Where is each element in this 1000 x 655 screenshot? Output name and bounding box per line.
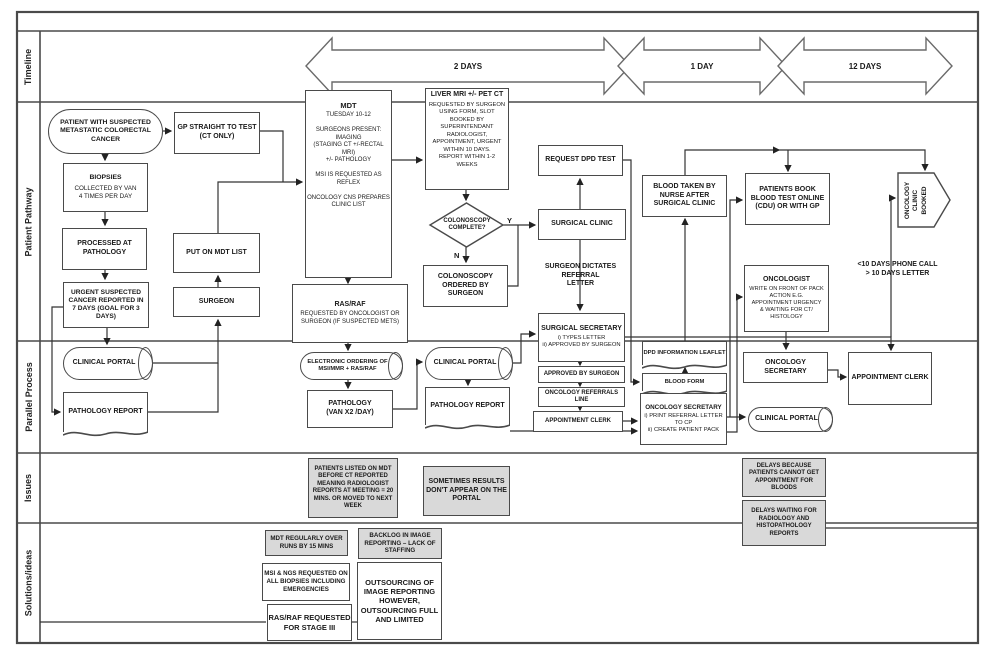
branch-label-yes: Y <box>507 216 513 225</box>
cylinder-cap <box>138 347 153 380</box>
node-clinical-portal-3: CLINICAL PORTAL <box>748 407 833 432</box>
lane-label-timeline: Timeline <box>23 48 34 85</box>
node-surgical-clinic: SURGICAL CLINIC <box>538 209 626 240</box>
node-oncology-clinic-booked: ONCOLOGY CLINIC BOOKED <box>904 181 929 219</box>
solution-rasraf-stage-iii: RAS/RAF REQUESTED FOR STAGE III <box>267 604 352 641</box>
lane-label-parallel-process: Parallel Process <box>23 362 34 432</box>
solution-backlog-image-reporting: BACKLOG IN IMAGE REPORTING – LACK OF STA… <box>358 528 442 559</box>
node-electronic-ordering: ELECTRONIC ORDERING OF MSI/MMR + RAS/RAF <box>300 352 403 380</box>
node-blood-taken-by-nurse: BLOOD TAKEN BY NURSE AFTER SURGICAL CLIN… <box>642 175 727 217</box>
node-surgical-secretary: SURGICAL SECRETARY i) TYPES LETTER ii) A… <box>538 313 625 362</box>
document-wave <box>63 431 148 437</box>
node-patient-suspected: PATIENT WITH SUSPECTED METASTATIC COLORE… <box>48 109 163 154</box>
node-oncology-secretary-1: ONCOLOGY SECRETARY i) PRINT REFERRAL LET… <box>640 393 727 445</box>
issue-results-not-on-portal: SOMETIMES RESULTS DON'T APPEAR ON THE PO… <box>423 466 510 516</box>
solution-msi-ngs-all-biopsies: MSI & NGS REQUESTED ON ALL BIOPSIES INCL… <box>262 563 350 601</box>
branch-label-no: N <box>454 251 460 260</box>
node-appointment-clerk-1: APPOINTMENT CLERK <box>533 411 623 432</box>
issue-radiology-histopathology-delays: DELAYS WAITING FOR RADIOLOGY AND HISTOPA… <box>742 500 826 546</box>
node-oncology-referrals-line: ONCOLOGY REFERRALS LINE <box>538 387 625 407</box>
node-request-dpd-test: REQUEST DPD TEST <box>538 145 623 176</box>
node-pathology-report-2: PATHOLOGY REPORT <box>425 387 510 430</box>
node-mdt: MDT TUESDAY 10-12 SURGEONS PRESENT: IMAG… <box>305 90 392 278</box>
cylinder-cap <box>388 352 403 380</box>
node-appointment-clerk-2: APPOINTMENT CLERK <box>848 352 932 405</box>
node-clinical-portal-2: CLINICAL PORTAL <box>425 347 513 380</box>
node-patients-book-blood-test: PATIENTS BOOK BLOOD TEST ONLINE (CDU) OR… <box>745 173 830 225</box>
node-phone-call-letter-note: <10 DAYS PHONE CALL > 10 DAYS LETTER <box>857 261 938 277</box>
solution-outsourcing-image-reporting: OUTSOURCING OF IMAGE REPORTING HOWEVER, … <box>357 562 442 640</box>
node-pathology-report-1: PATHOLOGY REPORT <box>63 392 148 437</box>
timeline-label-1day: 1 DAY <box>690 62 714 71</box>
node-surgeon-dictates-letter: SURGEON DICTATES REFERRAL LETTER <box>544 262 617 288</box>
node-liver-mri-pet-ct: LIVER MRI +/- PET CT REQUESTED BY SURGEO… <box>425 88 509 190</box>
node-biopsies: BIOPSIES COLLECTED BY VAN 4 TIMES PER DA… <box>63 163 148 212</box>
document-wave <box>642 364 727 370</box>
node-colonoscopy-ordered: COLONOSCOPY ORDERED BY SURGEON <box>423 265 508 307</box>
node-oncologist: ONCOLOGIST WRITE ON FRONT OF PACK ACTION… <box>744 265 829 332</box>
node-urgent-suspected-cancer: URGENT SUSPECTED CANCER REPORTED IN 7 DA… <box>63 282 149 328</box>
node-gp-straight-to-test: GP STRAIGHT TO TEST (CT ONLY) <box>174 112 260 154</box>
node-dpd-information-leaflet: DPD INFORMATION LEAFLET <box>642 341 727 370</box>
node-pathology-van: PATHOLOGY (VAN X2 /DAY) <box>307 390 393 428</box>
cylinder-cap <box>818 407 833 432</box>
node-blood-form: BLOOD FORM <box>642 373 727 396</box>
timeline-label-2days: 2 DAYS <box>453 62 483 71</box>
node-put-on-mdt-list: PUT ON MDT LIST <box>173 233 260 273</box>
node-surgeon: SURGEON <box>173 287 260 317</box>
node-processed-at-pathology: PROCESSED AT PATHOLOGY <box>62 228 147 270</box>
issue-mdt-listed-before-ct: PATIENTS LISTED ON MDT BEFORE CT REPORTE… <box>308 458 398 518</box>
timeline-arrow-12days <box>777 36 953 96</box>
lane-label-solutions: Solutions/ideas <box>23 549 34 617</box>
node-colonoscopy-complete: COLONOSCOPY COMPLETE? <box>443 217 491 232</box>
clinic-booked-pentagon-shape <box>897 172 951 228</box>
node-rasraf: RAS/RAF REQUESTED BY ONCOLOGIST OR SURGE… <box>292 284 408 343</box>
node-clinical-portal-1: CLINICAL PORTAL <box>63 347 153 380</box>
node-approved-by-surgeon: APPROVED BY SURGEON <box>538 366 625 383</box>
issue-blood-appointment-delays: DELAYS BECAUSE PATIENTS CANNOT GET APPOI… <box>742 458 826 497</box>
timeline-arrows <box>305 36 953 96</box>
cylinder-cap <box>498 347 513 380</box>
decision-diamond-shape <box>428 202 505 248</box>
lane-label-patient-pathway: Patient Pathway <box>23 186 34 257</box>
node-oncology-secretary-2: ONCOLOGY SECRETARY <box>743 352 828 383</box>
lane-label-issues: Issues <box>23 473 34 503</box>
document-wave <box>425 424 510 430</box>
timeline-label-12days: 12 DAYS <box>848 62 882 71</box>
solution-mdt-overruns: MDT REGULARLY OVER RUNS BY 15 MINS <box>265 530 348 556</box>
